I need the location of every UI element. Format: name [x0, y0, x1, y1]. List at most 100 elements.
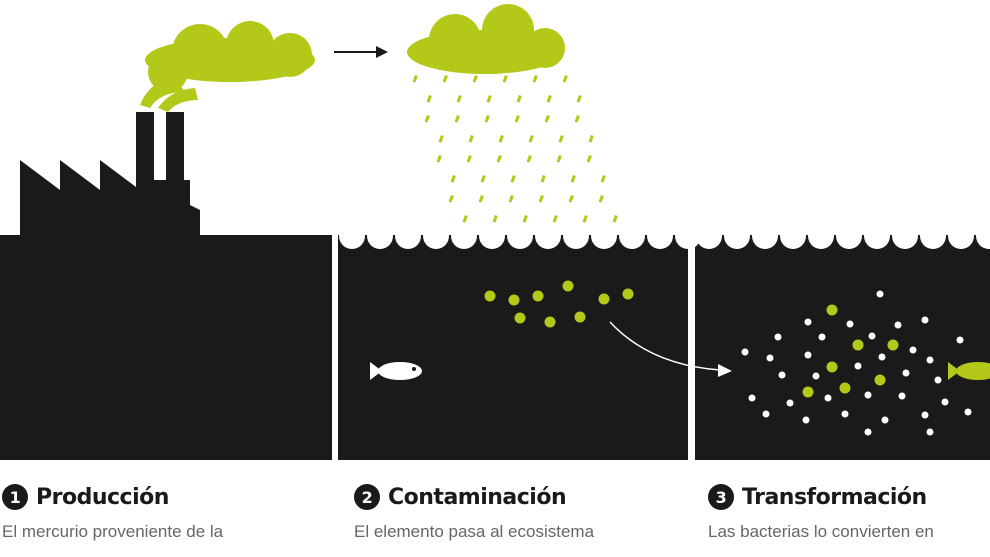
- rain-drop: [484, 114, 490, 123]
- rain-drop: [556, 154, 562, 163]
- bacteria-dot: [778, 371, 786, 379]
- rain-cloud: [407, 4, 565, 74]
- mercury-dot: [562, 280, 574, 292]
- wave: [864, 223, 890, 249]
- mercury-dot: [544, 316, 556, 328]
- rain-drop: [552, 215, 558, 223]
- rain-drop: [456, 94, 462, 103]
- bacteria-dot: [818, 333, 826, 341]
- bacteria-dot: [774, 333, 782, 341]
- methylmercury-dot: [826, 361, 838, 373]
- wave: [948, 223, 974, 249]
- wave: [647, 223, 673, 249]
- rain-drop: [538, 194, 544, 203]
- rain-drop: [558, 135, 564, 143]
- bacteria-dot: [956, 336, 964, 344]
- bacteria-dot: [881, 416, 889, 424]
- step-number: 2: [354, 484, 380, 510]
- methylmercury-dot: [839, 382, 851, 394]
- rain-drop: [454, 114, 460, 123]
- step-number: 1: [2, 484, 28, 510]
- rain-drop: [478, 195, 484, 203]
- rain-drop: [472, 75, 478, 83]
- bacteria-dot: [894, 321, 902, 329]
- mercury-dot: [622, 288, 634, 300]
- bacteria-dot: [898, 392, 906, 400]
- rain-drop: [496, 154, 502, 163]
- rain-drop: [612, 214, 618, 223]
- bacteria-dot: [909, 346, 917, 354]
- rain-drop: [540, 175, 546, 183]
- rain-drop: [508, 194, 514, 203]
- rain-drop: [516, 95, 522, 103]
- bacteria-dot: [934, 376, 942, 384]
- smoke-cloud: [140, 21, 315, 112]
- bacteria-dot: [926, 356, 934, 364]
- wave: [535, 223, 561, 249]
- rain-drop: [598, 195, 604, 203]
- rain-drop: [562, 75, 568, 83]
- wave: [591, 223, 617, 249]
- wave: [724, 223, 750, 249]
- rain-drop: [576, 94, 582, 103]
- bacteria-dot: [854, 362, 862, 370]
- water-panel-transformation: [695, 235, 990, 460]
- wave: [836, 223, 862, 249]
- rain-drop: [600, 174, 606, 183]
- wave: [367, 223, 393, 249]
- wave: [892, 223, 918, 249]
- mercury-dot: [484, 290, 496, 302]
- rain-drop: [462, 214, 468, 223]
- wave: [675, 223, 701, 249]
- arrow-icon: [334, 46, 388, 58]
- step-production: 1 Producción El mercurio proveniente de l…: [2, 484, 223, 542]
- bacteria-dot: [868, 332, 876, 340]
- mercury-dot: [508, 294, 520, 306]
- rain-drop: [522, 214, 528, 223]
- bacteria-dot: [902, 369, 910, 377]
- rain-drop: [468, 134, 474, 143]
- rain-drop: [480, 174, 486, 183]
- bacteria-dot: [804, 318, 812, 326]
- mercury-dot: [532, 290, 544, 302]
- wave: [920, 223, 946, 249]
- step-title: Contaminación: [388, 484, 567, 510]
- rain-drop: [570, 175, 576, 183]
- wave: [808, 223, 834, 249]
- rain-drop: [502, 75, 508, 83]
- rain-drop: [514, 115, 520, 123]
- wave: [976, 223, 990, 249]
- rain-drop: [466, 155, 472, 163]
- methylmercury-dot: [874, 374, 886, 386]
- wave: [479, 223, 505, 249]
- bacteria-dot: [921, 316, 929, 324]
- arrow-head-icon: [718, 364, 732, 377]
- rain-drop: [586, 155, 592, 163]
- step-text: El mercurio proveniente de la: [2, 522, 224, 541]
- waves: [339, 223, 990, 249]
- rain-drop: [544, 114, 550, 123]
- wave: [423, 223, 449, 249]
- factory-icon: [0, 112, 332, 460]
- rain-drop: [436, 155, 442, 163]
- wave: [395, 223, 421, 249]
- bacteria-dot: [741, 348, 749, 356]
- rain-drops: [412, 74, 618, 243]
- rain-drop: [532, 74, 538, 83]
- bacteria-dot: [964, 408, 972, 416]
- wave: [339, 223, 365, 249]
- mercury-cycle-illustration: [0, 4, 990, 460]
- rain-drop: [582, 214, 588, 223]
- rain-drop: [450, 174, 456, 183]
- bacteria-dot: [864, 391, 872, 399]
- bacteria-dot: [748, 394, 756, 402]
- methylmercury-dot: [802, 386, 814, 398]
- rain-drop: [568, 194, 574, 203]
- rain-drop: [412, 75, 418, 83]
- wave: [507, 223, 533, 249]
- step-title: Producción: [36, 484, 169, 510]
- water-panel-contamination: [338, 235, 688, 460]
- wave: [780, 223, 806, 249]
